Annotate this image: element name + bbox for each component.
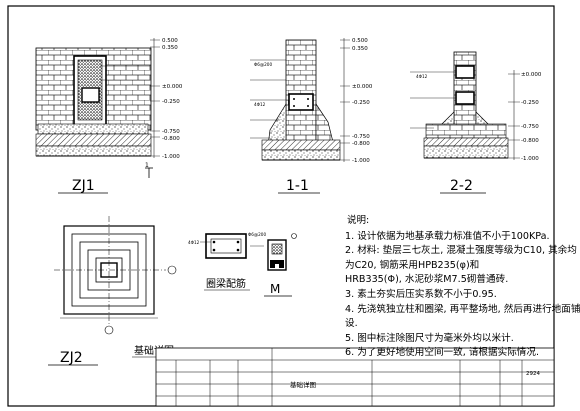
general-notes: 说明: 1. 设计依据为地基承载力标准值不小于100KPa. 2. 材料: 垫层… <box>345 214 580 361</box>
note-line-1: 1. 设计依据为地基承载力标准值不小于100KPa. <box>345 230 550 242</box>
zj1-level-4: -0.750 <box>162 129 180 135</box>
zj1-level-6: -1.000 <box>162 154 180 160</box>
sec22-label: 2-2 <box>450 178 473 194</box>
zj1-caption: ZJ1 1 <box>58 162 153 194</box>
sec22-tie: 4Φ12 <box>416 74 428 79</box>
sec11-level-5: -0.800 <box>352 141 370 147</box>
note-line-4: HRB335(Φ), 水泥砂浆M7.5砌普通砖. <box>345 274 509 286</box>
sec11-label: 1-1 <box>286 178 309 194</box>
sec11-beam: 4Φ12 <box>254 102 266 107</box>
sec11-caption: 1-1 <box>278 178 320 194</box>
beam-caption: 圈梁配筋 <box>206 277 246 290</box>
note-line-5: 3. 素土夯实后压实系数不小于0.95. <box>345 288 497 300</box>
beam-stirrup: Φ6@200 <box>248 232 266 237</box>
sec11-stirrup: Φ6@200 <box>254 62 272 67</box>
beam-rebar: 4Φ12 <box>188 240 200 245</box>
sec22-level-4: -1.000 <box>521 156 539 162</box>
title-block: 基础详图 2924 <box>155 347 555 407</box>
zj1-level-2: ±0.000 <box>162 84 183 90</box>
zj1-label: ZJ1 <box>72 178 95 194</box>
note-line-6: 4. 先浇筑独立柱和圈梁, 再平整场地, 然后再进行地面铺 <box>345 303 580 315</box>
m-detail: M <box>264 233 297 297</box>
zj2-plan <box>54 216 177 335</box>
zj1-level-3: -0.250 <box>162 99 180 105</box>
beam-section: 4Φ12 Φ6@200 圈梁配筋 <box>188 232 266 291</box>
sec11-level-4: -0.750 <box>352 134 370 140</box>
zj1-level-5: -0.800 <box>162 136 180 142</box>
note-line-3: 为C20, 钢筋采用HPB235(φ)和 <box>345 259 480 271</box>
m-label: M <box>270 282 280 296</box>
note-line-2: 2. 材料: 垫层三七灰土, 混凝土强度等级为C10, 其余均 <box>345 245 577 257</box>
sec22-level-3: -0.800 <box>521 138 539 144</box>
note-line-7: 设. <box>345 318 358 330</box>
svg-text:1: 1 <box>145 162 149 169</box>
section-2-2: 4Φ12 ±0.000 -0.250 -0.750 -0.800 -1.000 <box>410 51 542 162</box>
zj1-levels <box>150 39 160 157</box>
sec11-level-2: ±0.000 <box>352 84 373 90</box>
zj1-level-1: 0.350 <box>162 45 178 51</box>
note-line-9: 6. 为了更好地使用空间一致, 请根据实际情况. <box>345 347 540 359</box>
sec22-level-2: -0.750 <box>521 124 539 130</box>
sec11-level-1: 0.350 <box>352 46 368 52</box>
title-sheet-no: 2924 <box>526 371 540 377</box>
sec11-level-0: 0.500 <box>352 38 368 44</box>
sec22-caption: 2-2 <box>440 178 486 194</box>
zj1-elevation: 0.500 0.350 ±0.000 -0.250 -0.750 -0.800 … <box>35 38 183 160</box>
sec11-level-3: -0.250 <box>352 100 370 106</box>
section-1-1: Φ6@200 4Φ12 0.500 0.350 ±0.000 -0.250 -0… <box>250 38 373 164</box>
drawing-sheet: 0.500 0.350 ±0.000 -0.250 -0.750 -0.800 … <box>7 5 555 407</box>
sec22-level-0: ±0.000 <box>521 72 542 78</box>
notes-title: 说明: <box>347 215 370 226</box>
sec22-level-1: -0.250 <box>521 100 539 106</box>
zj1-level-0: 0.500 <box>162 38 178 44</box>
note-line-8: 5. 图中标注除图尺寸为毫米外均以米计. <box>345 332 514 344</box>
title-drawing-name: 基础详图 <box>290 380 316 389</box>
sec11-level-6: -1.000 <box>352 158 370 164</box>
zj2-label: ZJ2 <box>60 350 83 366</box>
